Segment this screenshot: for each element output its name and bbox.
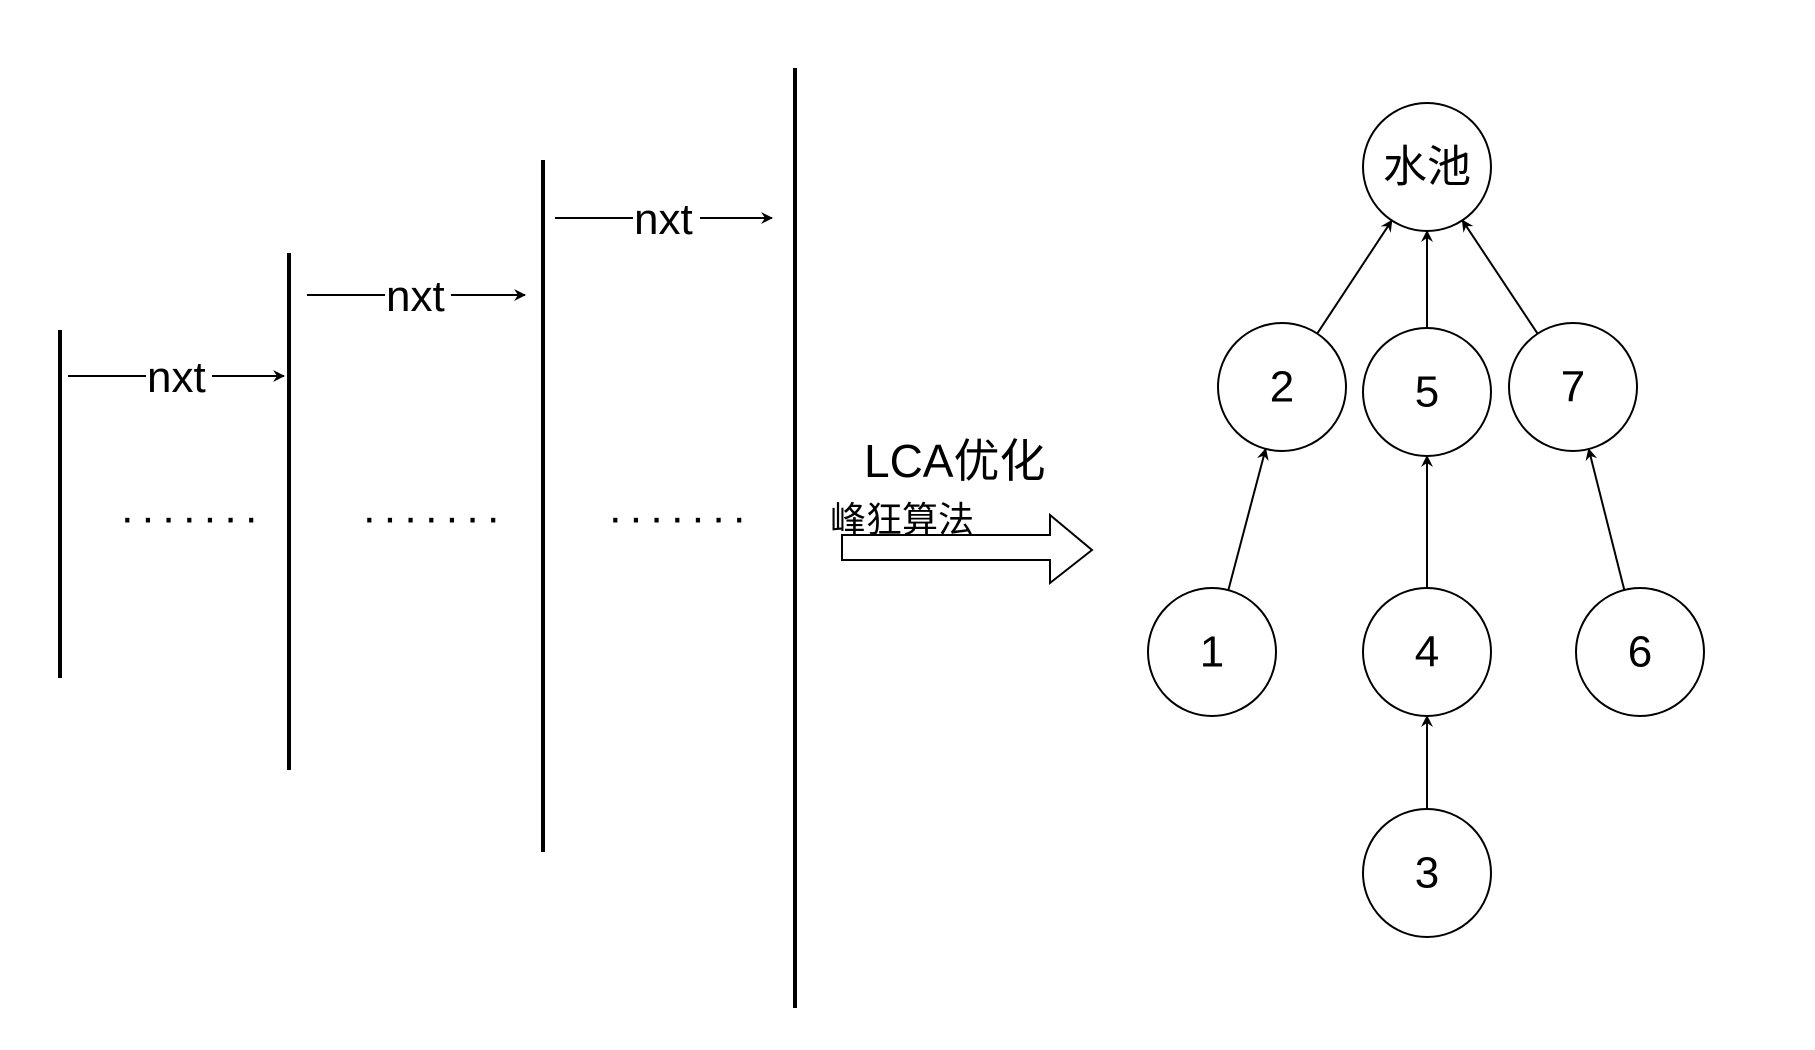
node-label: 3 [1415, 849, 1439, 898]
node-label: 水池 [1383, 143, 1471, 192]
tree-edge [1316, 219, 1393, 335]
transform-title: LCA优化 [864, 435, 1045, 487]
tree-node-6: 6 [1575, 587, 1705, 717]
nxt-arrow-2: nxt [307, 272, 526, 321]
ellipsis-2: ······· [362, 493, 507, 542]
tree-node-1: 1 [1147, 587, 1277, 717]
nxt-label: nxt [634, 195, 693, 244]
nxt-arrow-1: nxt [68, 353, 285, 402]
node-label: 2 [1270, 363, 1294, 412]
tree-edge [1461, 219, 1539, 335]
tree-node-3: 3 [1362, 808, 1492, 938]
node-label: 4 [1415, 628, 1439, 677]
ellipsis-3: ······· [608, 493, 753, 542]
tree-node-7: 7 [1508, 322, 1638, 452]
tree-node-root: 水池 [1362, 102, 1492, 232]
tree-node-4: 4 [1362, 587, 1492, 717]
tree-edge [1227, 447, 1269, 591]
node-label: 7 [1561, 363, 1585, 412]
node-label: 1 [1200, 628, 1224, 677]
node-label: 6 [1628, 628, 1652, 677]
ellipsis-1: ······· [120, 493, 265, 542]
nxt-label: nxt [386, 272, 445, 321]
node-label: 5 [1415, 368, 1439, 417]
transform-subtitle: 峰狂算法 [830, 500, 974, 541]
nxt-label: nxt [147, 353, 206, 402]
hollow-arrow [841, 512, 1094, 586]
tree-edge [1585, 448, 1626, 591]
nxt-arrow-3: nxt [555, 195, 773, 244]
tree-node-2: 2 [1217, 322, 1347, 452]
tree-edges [1227, 219, 1626, 809]
tree-node-5: 5 [1362, 327, 1492, 457]
